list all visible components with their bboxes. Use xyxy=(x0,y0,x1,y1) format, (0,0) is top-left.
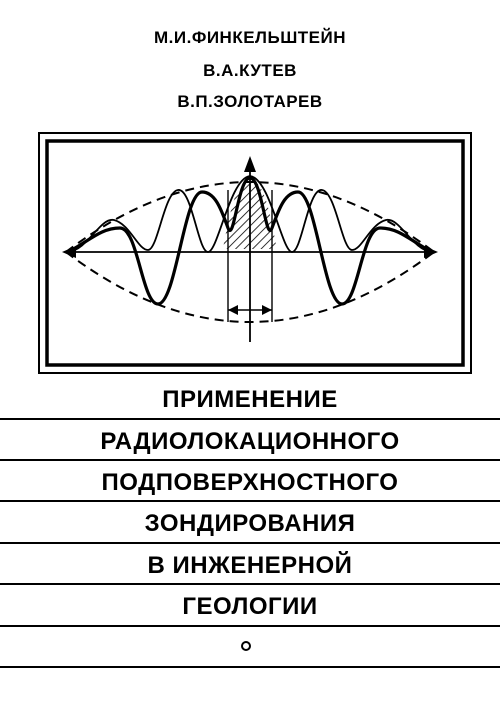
title-line-5: В ИНЖЕНЕРНОЙ xyxy=(147,552,353,579)
rule-6 xyxy=(0,625,500,627)
rule-1 xyxy=(0,418,500,420)
author-finkelshtein: М.И.ФИНКЕЛЬШТЕЙН xyxy=(154,28,346,47)
title-line-6: ГЕОЛОГИИ xyxy=(182,593,318,620)
bold-wave xyxy=(67,176,433,306)
width-arrow-right xyxy=(262,305,272,315)
width-arrow-left xyxy=(228,305,238,315)
title-line-2: РАДИОЛОКАЦИОННОГО xyxy=(100,428,400,455)
author-kutev: В.А.КУТЕВ xyxy=(203,61,297,80)
rule-2 xyxy=(0,459,500,461)
vertical-axis-arrow xyxy=(244,156,256,172)
rule-7 xyxy=(0,666,500,668)
rule-5 xyxy=(0,583,500,585)
inner-frame xyxy=(45,139,465,367)
cover-illustration xyxy=(38,132,472,374)
title-line-4: ЗОНДИРОВАНИЯ xyxy=(144,510,356,537)
rule-4 xyxy=(0,542,500,544)
rule-3 xyxy=(0,500,500,502)
author-zolotarev: В.П.ЗОЛОТАРЕВ xyxy=(177,92,323,111)
bullet-ornament xyxy=(241,641,251,651)
outer-frame xyxy=(38,132,472,374)
thin-wave xyxy=(67,175,433,253)
title-line-3: ПОДПОВЕРХНОСТНОГО xyxy=(101,469,399,496)
title-line-1: ПРИМЕНЕНИЕ xyxy=(162,386,338,413)
